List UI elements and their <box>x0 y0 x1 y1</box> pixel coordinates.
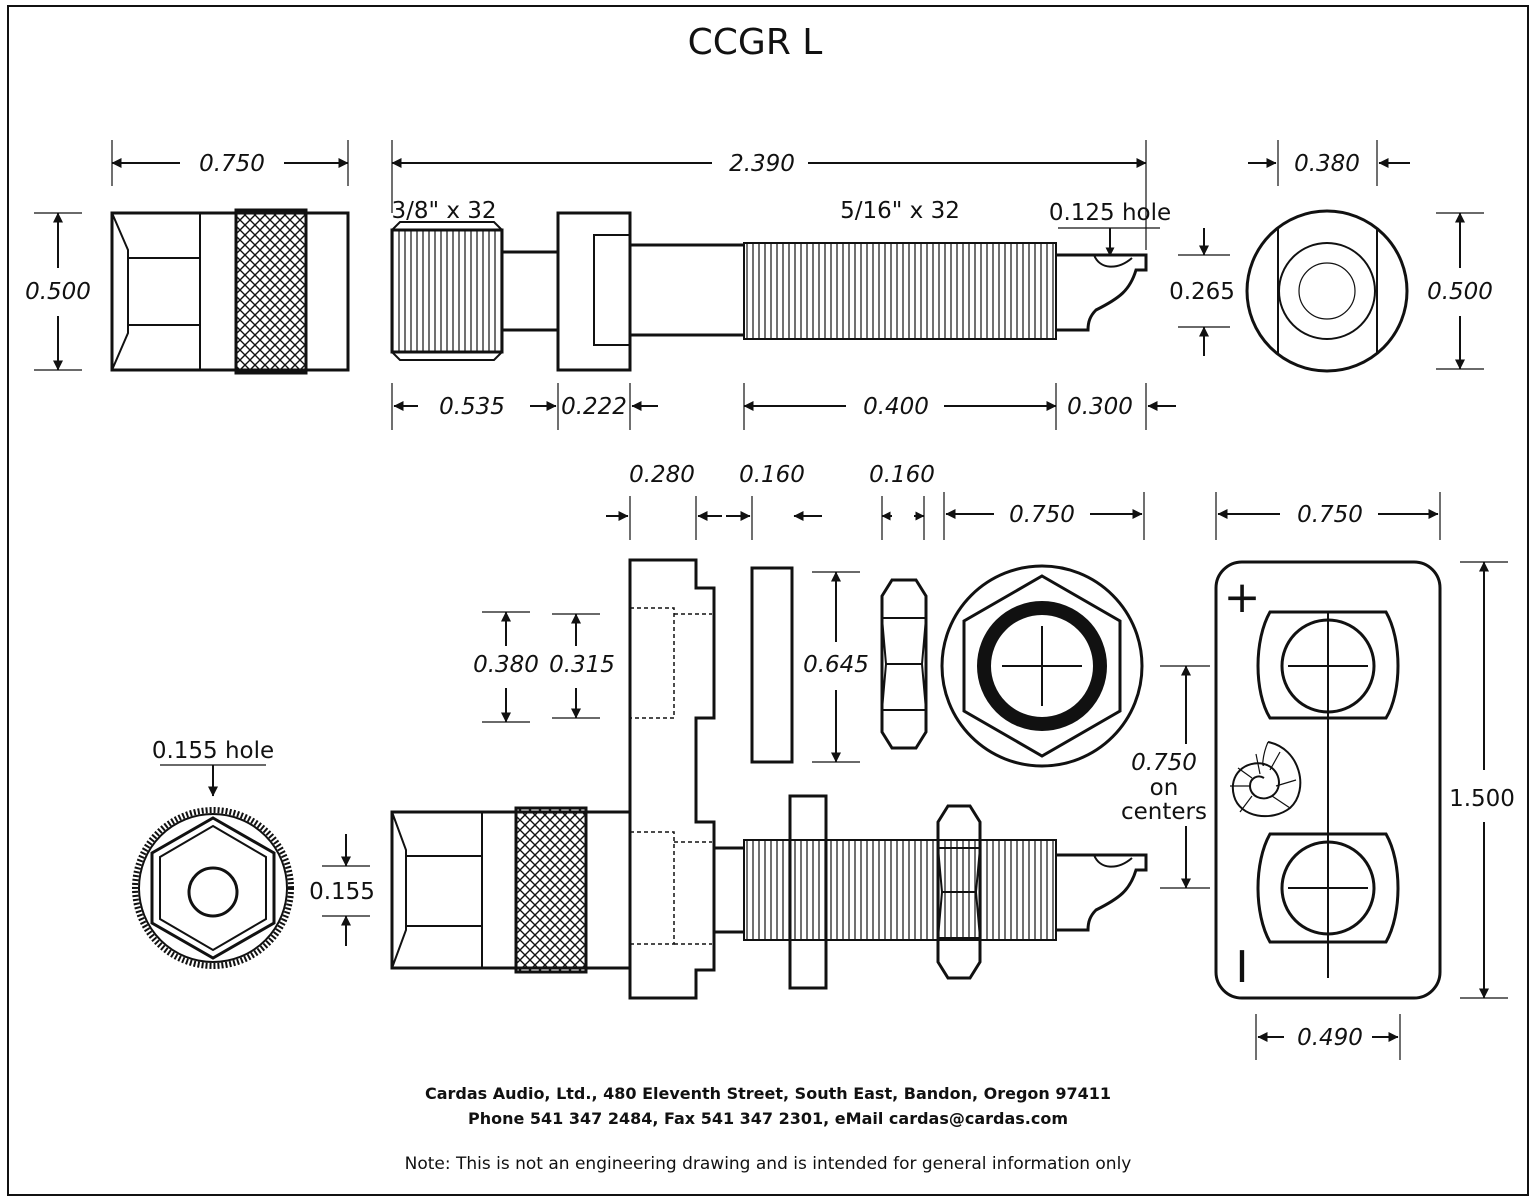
plate-width-label: 0.750 <box>1297 502 1363 528</box>
boss-inner-label: 0.315 <box>549 652 615 678</box>
spacing-value-label: 0.750 <box>1131 750 1197 776</box>
mounting-plate: + I <box>1214 560 1442 1000</box>
sheet-border <box>7 5 1529 1196</box>
tip-hole-callout: 0.125 hole <box>1049 200 1171 257</box>
cap-hole-label: 0.155 hole <box>152 738 274 764</box>
end-view-inner-dimension: 0.380 <box>1248 140 1410 186</box>
knurled-cap-end-view <box>132 807 294 969</box>
flange-housing <box>628 558 716 1000</box>
boss-inner-dimension: 0.315 <box>549 613 615 719</box>
cap-hole-callout: 0.155 hole <box>152 738 274 797</box>
minus-sign: I <box>1236 942 1249 993</box>
cap-diameter-label: 0.500 <box>25 279 91 305</box>
spacing-centers-label: centers <box>1121 799 1207 825</box>
collar-width-label: 0.222 <box>561 394 627 420</box>
nut-side-view <box>880 578 928 750</box>
boss-outer-label: 0.380 <box>473 652 539 678</box>
cap-diameter-dimension: 0.500 <box>25 212 91 371</box>
spacing-on-label: on <box>1150 775 1179 801</box>
end-view-inner-label: 0.380 <box>1294 151 1360 177</box>
post-body-side-view <box>390 211 1148 372</box>
cap-end-view <box>1245 209 1409 373</box>
cap-hole-dim-label: 0.155 <box>309 879 375 905</box>
cap-length-label: 0.750 <box>199 151 265 177</box>
assembled-post-threads <box>714 794 1148 990</box>
tip-length-label: 0.300 <box>1067 394 1133 420</box>
boss-outer-dimension: 0.380 <box>473 611 539 723</box>
washer-diameter-dimension: 0.645 <box>803 571 869 763</box>
washer-diameter-label: 0.645 <box>803 652 869 678</box>
bottom-length-dimensions: 0.535 0.222 0.400 0.300 <box>391 383 1176 430</box>
cap-hole-dimension: 0.155 <box>309 834 375 946</box>
drawing-title: CCGR L <box>688 22 823 63</box>
hole-width-label: 0.490 <box>1297 1025 1363 1051</box>
end-view-diameter-dimension: 0.500 <box>1427 212 1493 370</box>
rear-thread-label-group: 5/16" x 32 <box>840 198 960 224</box>
nut-width-label: 0.750 <box>1009 502 1075 528</box>
footer-note: Note: This is not an engineering drawing… <box>405 1154 1132 1174</box>
rear-thread-length-label: 0.400 <box>863 394 929 420</box>
hole-width-dimension: 0.490 <box>1255 1014 1401 1060</box>
nautilus-shell-icon <box>1230 741 1302 818</box>
washer-thickness-label: 0.160 <box>739 462 805 488</box>
centers-spacing-dimension: 0.750 on centers <box>1121 665 1210 889</box>
flange-depth-label: 0.280 <box>629 462 695 488</box>
footer-address: Cardas Audio, Ltd., 480 Eleventh Street,… <box>425 1084 1111 1103</box>
tip-height-label: 0.265 <box>1169 279 1235 305</box>
front-thread-label: 3/8" x 32 <box>391 198 496 224</box>
end-view-diameter-label: 0.500 <box>1427 279 1493 305</box>
tip-hole-label: 0.125 hole <box>1049 200 1171 226</box>
rear-thread-label: 5/16" x 32 <box>840 198 960 224</box>
overall-length-dimension: 2.390 <box>391 140 1147 250</box>
washer-side-view <box>750 566 794 764</box>
plate-height-label: 1.500 <box>1449 786 1515 812</box>
bottom-top-dimensions: 0.280 0.160 0.160 0.750 0.750 <box>606 462 1441 540</box>
assembled-cap-side-view <box>390 806 632 974</box>
front-thread-length-label: 0.535 <box>439 394 505 420</box>
nut-face-view <box>940 564 1144 768</box>
cap-side-view <box>110 208 350 375</box>
nut-thickness-label: 0.160 <box>869 462 935 488</box>
overall-length-label: 2.390 <box>729 151 795 177</box>
footer-contact: Phone 541 347 2484, Fax 541 347 2301, eM… <box>468 1109 1068 1128</box>
tip-height-dimension: 0.265 <box>1169 228 1235 356</box>
front-thread-label-group: 3/8" x 32 <box>391 198 496 224</box>
plate-height-dimension: 1.500 <box>1449 561 1515 999</box>
plus-sign: + <box>1224 572 1261 623</box>
cap-length-dimension: 0.750 <box>111 140 349 186</box>
